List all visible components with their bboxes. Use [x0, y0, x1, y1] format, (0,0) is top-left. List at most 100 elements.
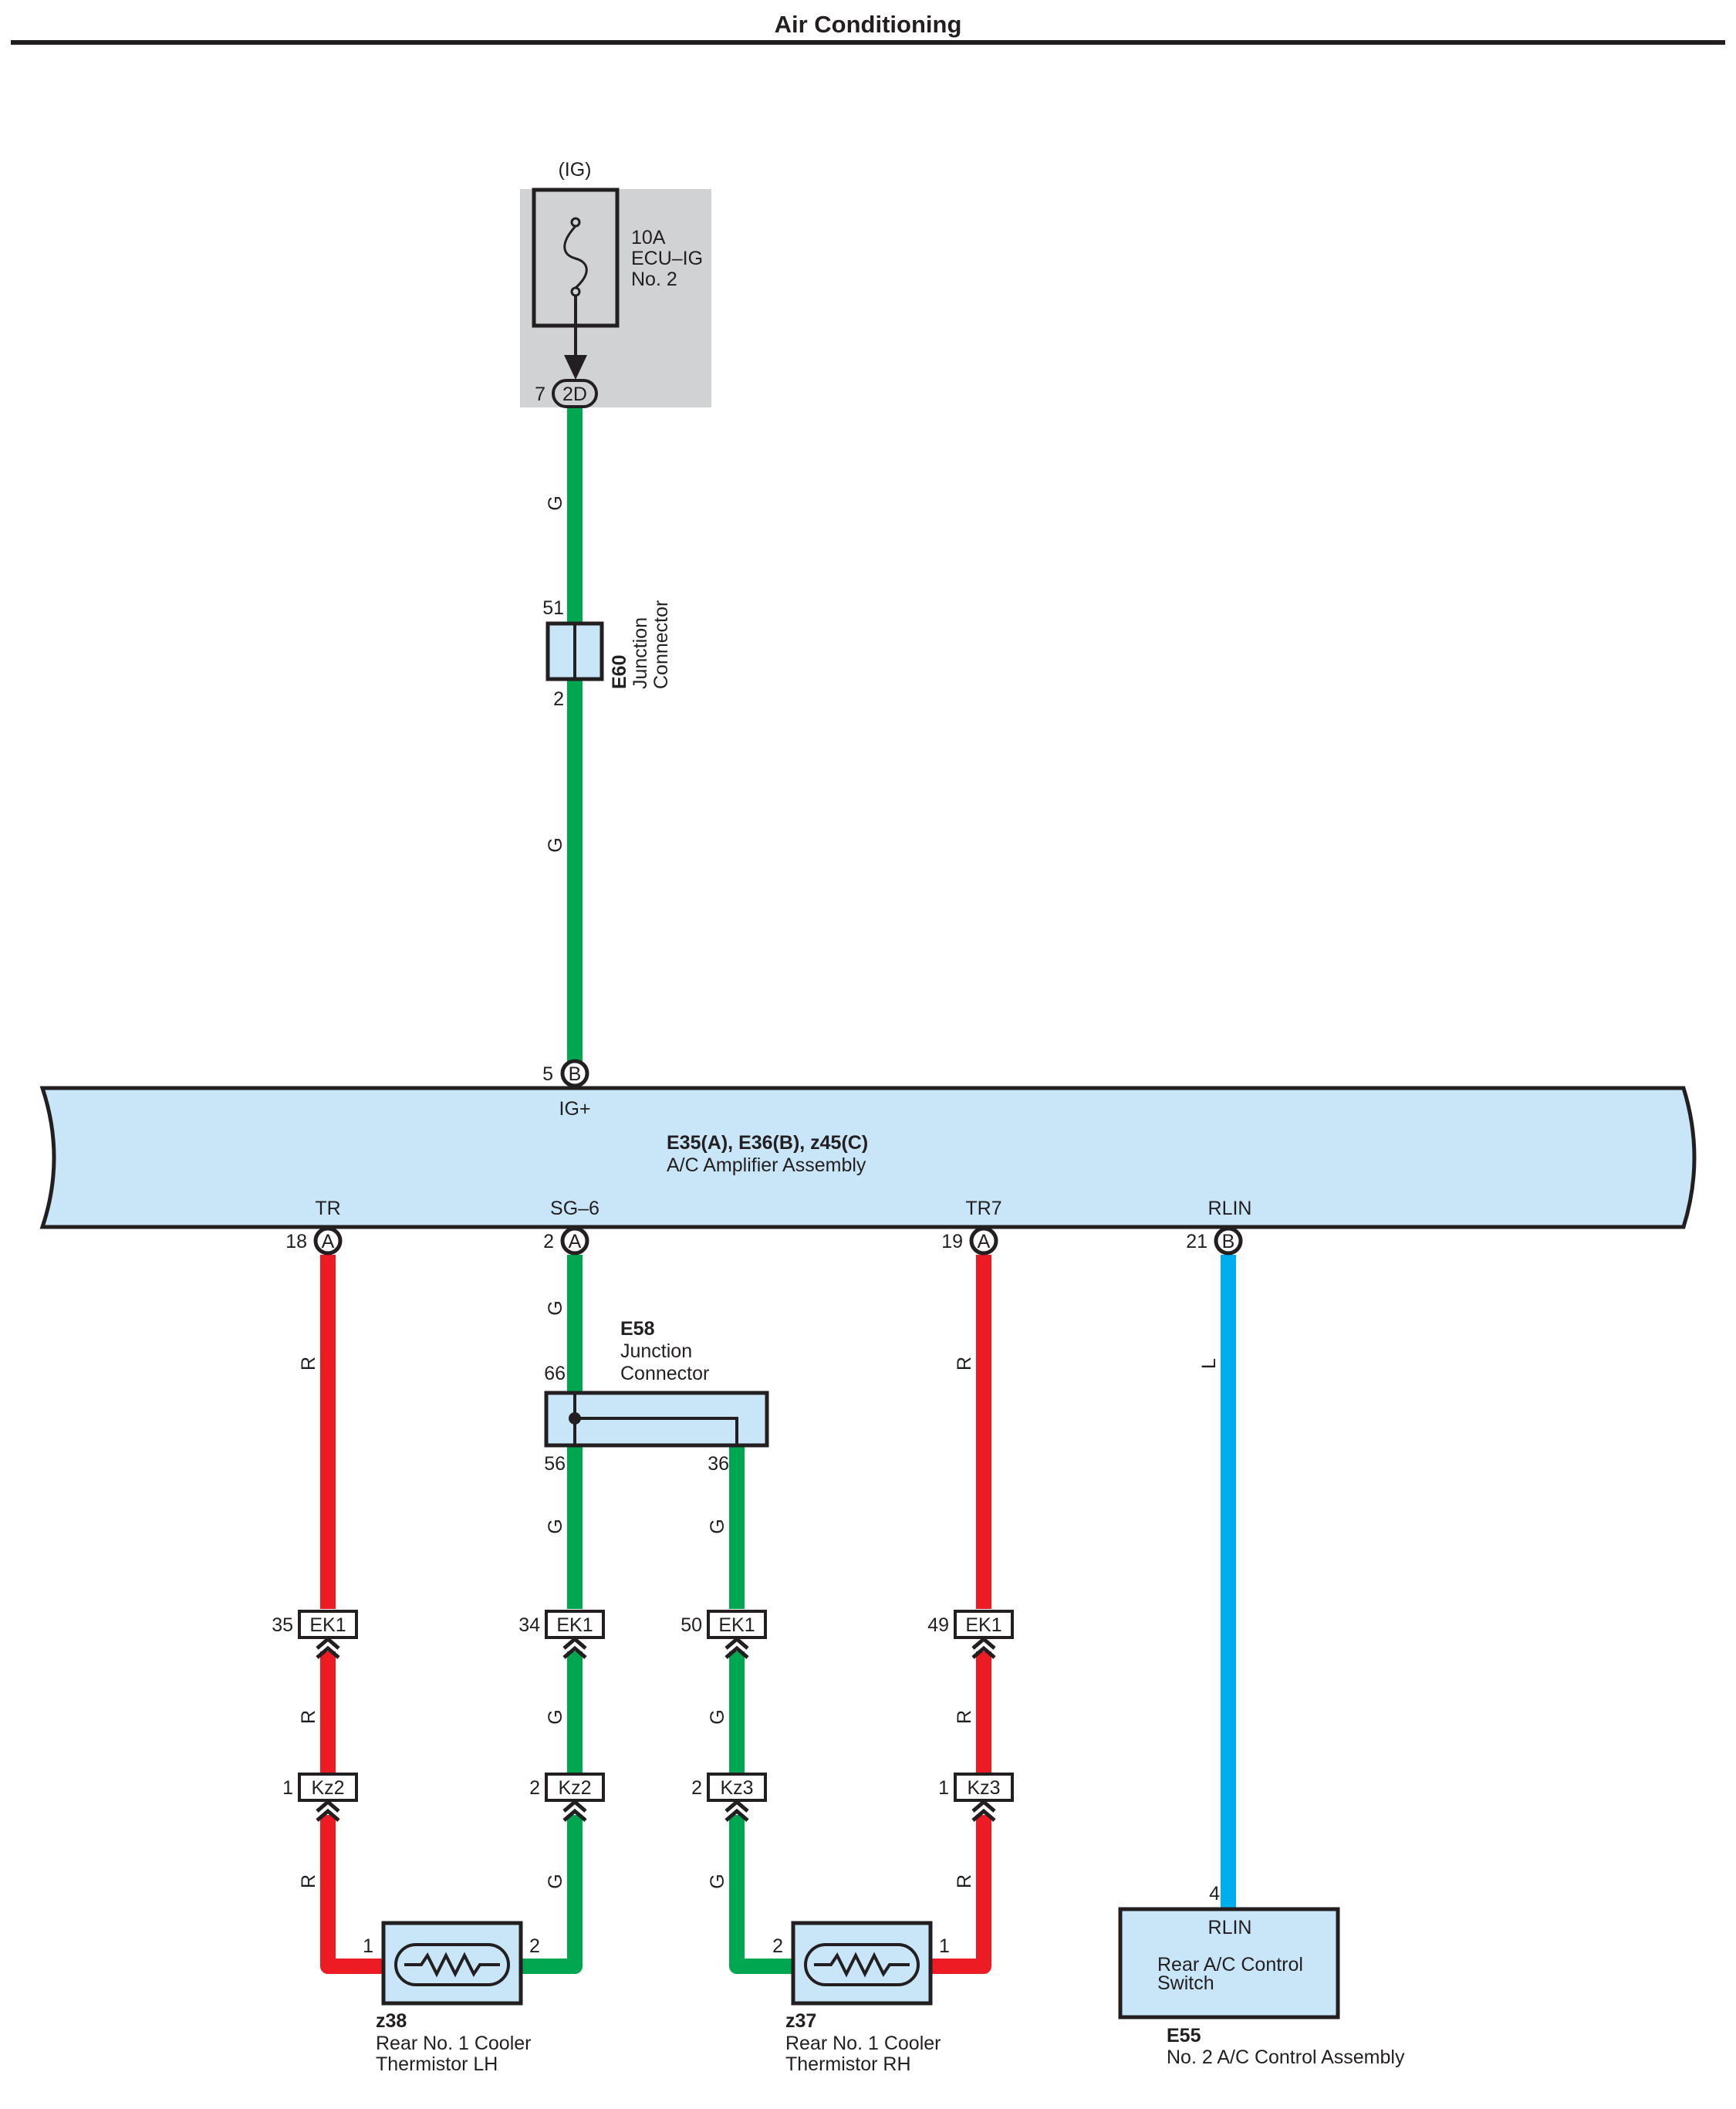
resistor-zigzag-icon: [404, 1952, 500, 1978]
e58-pin-out1: 56: [544, 1453, 566, 1475]
connector-name: Kz2: [311, 1777, 344, 1799]
wire-label: G: [707, 1519, 728, 1533]
z38-pin-right: 2: [529, 1935, 540, 1957]
wires: [320, 403, 1236, 1974]
terminal-tr-conn: A: [322, 1231, 335, 1252]
z37-pin-left: 2: [772, 1935, 783, 1957]
connector-chevron-icon: [316, 1799, 340, 1822]
terminal-igp-label: IG+: [559, 1098, 591, 1120]
e58-name-line1: Junction: [620, 1340, 692, 1362]
wire-label: R: [298, 1874, 319, 1888]
connector-pin: 2: [691, 1777, 702, 1799]
resistor-zigzag-icon: [814, 1952, 910, 1978]
connector-pin: 1: [938, 1777, 949, 1799]
connector-pin: 2: [529, 1777, 540, 1799]
wire-label: G: [545, 495, 566, 510]
e58-pin-out2: 36: [708, 1453, 729, 1475]
e55-terminal: RLIN: [1208, 1917, 1252, 1938]
terminal-sg6-circle: [560, 1226, 589, 1256]
e60-code: E60: [609, 655, 630, 689]
connector-2d-pin: 7: [535, 384, 545, 405]
terminal-tr-pin: 18: [285, 1231, 307, 1252]
wire-sg6-b-bot: [729, 1815, 795, 1974]
terminal-tr7-circle: [969, 1226, 998, 1256]
wire-label: G: [545, 1709, 566, 1724]
connector-chevron-icon: [724, 1636, 749, 1659]
e55-inner-line2: Switch: [1157, 1972, 1214, 1994]
connector-kz3-tr7: Kz3 1: [938, 1773, 1014, 1822]
connector-pin: 34: [518, 1614, 540, 1636]
fuse-circuit-label: (IG): [558, 159, 591, 181]
e58-internal-branch: [575, 1417, 738, 1445]
connector-ek1-tr: EK1 35: [272, 1610, 358, 1659]
wire-label: R: [298, 1357, 319, 1371]
ac-amplifier-assembly: E35(A), E36(B), z45(C) A/C Amplifier Ass…: [39, 1059, 1697, 1256]
connector-pin: 49: [927, 1614, 949, 1636]
wire-label: G: [545, 1874, 566, 1888]
e58-junction-connector: E58 Junction Connector 66 56 36: [544, 1318, 769, 1475]
e60-pin-bottom: 2: [553, 688, 564, 710]
connector-kz2-sg6: Kz2 2: [529, 1773, 605, 1822]
z37-name-line2: Thermistor RH: [785, 2053, 911, 2075]
wire-label: G: [707, 1874, 728, 1888]
e60-junction-connector: 51 2 E60 Junction Connector: [542, 597, 672, 710]
wire-sg6-a-bot: [522, 1815, 583, 1974]
connector-name: Kz3: [967, 1777, 1000, 1799]
connector-ek1-tr7: EK1 49: [927, 1610, 1014, 1659]
e55-pin: 4: [1209, 1883, 1220, 1905]
connector-box: [707, 1610, 767, 1639]
z38-code: z38: [376, 2010, 407, 2032]
e60-pin-top: 51: [542, 597, 564, 619]
terminal-rlin-conn: B: [1222, 1231, 1235, 1252]
wire-label: R: [954, 1357, 975, 1371]
amplifier-body: [39, 1086, 1697, 1229]
connector-box: [298, 1610, 358, 1639]
wire-label: G: [545, 1300, 566, 1315]
connector-pin: 50: [681, 1614, 702, 1636]
terminal-igp-pin: 5: [542, 1063, 553, 1085]
e58-name-line2: Connector: [620, 1363, 709, 1384]
fuse-name: ECU–IG: [631, 248, 703, 269]
connector-chevron-icon: [724, 1799, 749, 1822]
connector-name: Kz2: [558, 1777, 591, 1799]
wire-tr-bot: [320, 1815, 386, 1974]
e58-pin-in: 66: [544, 1363, 566, 1384]
thermistor-body: [381, 1921, 523, 2006]
amplifier-code: E35(A), E36(B), z45(C): [667, 1132, 868, 1154]
terminal-tr7-conn: A: [978, 1231, 991, 1252]
z37-pin-right: 1: [939, 1935, 950, 1957]
wire-label: R: [954, 1710, 975, 1724]
connector-name: EK1: [309, 1614, 346, 1636]
connector-name: Kz3: [720, 1777, 753, 1799]
wire-label: L: [1198, 1358, 1220, 1369]
fuse-block: (IG) 10A ECU–IG No. 2 2D 7: [520, 159, 711, 408]
connector-kz2-tr: Kz2 1: [282, 1773, 358, 1822]
connector-chevron-icon: [971, 1799, 996, 1822]
page-title: Air Conditioning: [775, 11, 962, 38]
terminal-tr7-pin: 19: [941, 1231, 963, 1252]
connector-2d-label: 2D: [562, 384, 587, 405]
connector-pin: 35: [272, 1614, 293, 1636]
wire-color-labels: G G R R R G G G G G G G R R R L: [298, 495, 1220, 1888]
e58-splice-dot: [569, 1412, 581, 1425]
connector-chevron-icon: [562, 1799, 587, 1822]
z38-thermistor-lh: 1 2 z38 Rear No. 1 Cooler Thermistor LH: [363, 1921, 540, 2075]
wire-label: R: [954, 1874, 975, 1888]
wire-label: G: [707, 1709, 728, 1724]
terminal-rlin-label: RLIN: [1208, 1198, 1252, 1219]
connector-chevron-icon: [971, 1636, 996, 1659]
connector-name: EK1: [556, 1614, 593, 1636]
e58-code: E58: [620, 1318, 655, 1340]
terminal-igp-circle: [560, 1059, 589, 1088]
fuse-element: [563, 225, 588, 289]
z38-name-line2: Thermistor LH: [376, 2053, 498, 2075]
connector-box: [545, 1773, 605, 1802]
connector-box: [954, 1610, 1014, 1639]
ek1-connectors: EK1 35 EK1 34 EK1 50 EK1 49: [272, 1610, 1014, 1659]
thermistor-icon: [394, 1943, 510, 1986]
terminal-rlin-pin: 21: [1186, 1231, 1207, 1252]
terminal-sg6-label: SG–6: [550, 1198, 599, 1219]
connector-name: EK1: [965, 1614, 1001, 1636]
wire-label: G: [545, 837, 566, 852]
